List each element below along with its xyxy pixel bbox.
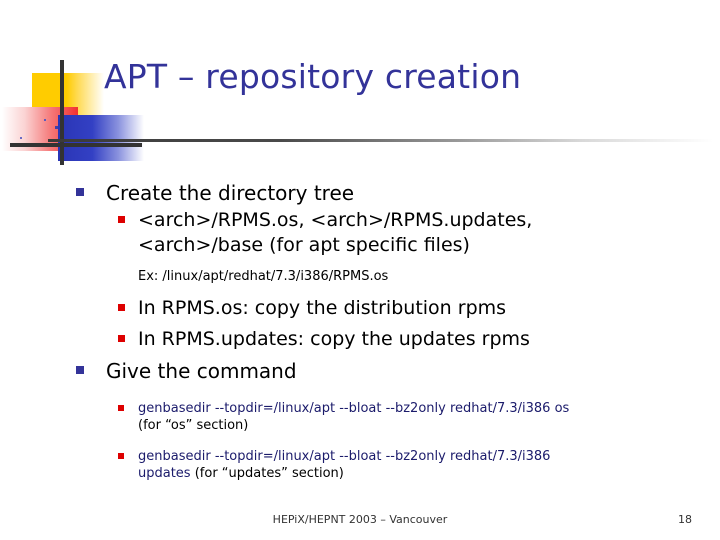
command-note: (for “os” section) (138, 418, 249, 433)
bullet-text-line2: <arch>/base (for apt specific files) (138, 234, 470, 256)
bullet-marker-level2-icon (118, 304, 125, 311)
footer-page-number: 18 (678, 513, 692, 526)
title-divider (48, 139, 713, 142)
command-note: (for “updates” section) (194, 466, 344, 481)
bullet-marker-level2-icon (118, 453, 124, 459)
bullet-text-line1: <arch>/RPMS.os, <arch>/RPMS.updates, (138, 209, 533, 231)
bullet-arch-paths: <arch>/RPMS.os, <arch>/RPMS.updates, <ar… (0, 208, 720, 258)
spacer (0, 434, 720, 448)
slide-logo-graphic (0, 55, 150, 165)
example-path-text: Ex: /linux/apt/redhat/7.3/i386/RPMS.os (138, 269, 389, 284)
bullet-marker-level2-icon (118, 335, 125, 342)
command-os-section: genbasedir --topdir=/linux/apt --bloat -… (0, 400, 720, 434)
bullet-rpms-updates-copy: In RPMS.updates: copy the updates rpms (0, 327, 720, 352)
bullet-text: Create the directory tree (106, 181, 355, 205)
logo-speck (55, 126, 58, 129)
bullet-marker-level1-icon (76, 366, 84, 374)
logo-speck (44, 119, 46, 121)
spacer (0, 286, 720, 296)
bullet-give-the-command: Give the command (0, 358, 720, 384)
command-text-continuation: updates (138, 466, 191, 481)
slide-body: Create the directory tree <arch>/RPMS.os… (0, 180, 720, 482)
bullet-text: Give the command (106, 359, 297, 383)
footer-conference-label: HEPiX/HEPNT 2003 – Vancouver (272, 513, 448, 526)
bullet-marker-level2-icon (118, 405, 124, 411)
spacer (0, 258, 720, 268)
bullet-text: In RPMS.updates: copy the updates rpms (138, 328, 530, 350)
logo-horizontal-line (10, 143, 142, 147)
slide-title: APT – repository creation (104, 57, 522, 96)
slide-footer: HEPiX/HEPNT 2003 – Vancouver 18 (0, 513, 720, 533)
bullet-marker-level2-icon (118, 216, 125, 223)
bullet-marker-level1-icon (76, 188, 84, 196)
logo-blue-square (58, 115, 144, 161)
bullet-text: In RPMS.os: copy the distribution rpms (138, 297, 507, 319)
logo-vertical-line (60, 60, 64, 165)
spacer (0, 386, 720, 400)
bullet-rpms-os-copy: In RPMS.os: copy the distribution rpms (0, 296, 720, 321)
command-updates-section: genbasedir --topdir=/linux/apt --bloat -… (0, 448, 720, 482)
command-text: genbasedir --topdir=/linux/apt --bloat -… (138, 449, 551, 464)
command-text: genbasedir --topdir=/linux/apt --bloat -… (138, 401, 570, 416)
logo-speck (20, 137, 22, 139)
bullet-create-directory-tree: Create the directory tree (0, 180, 720, 206)
